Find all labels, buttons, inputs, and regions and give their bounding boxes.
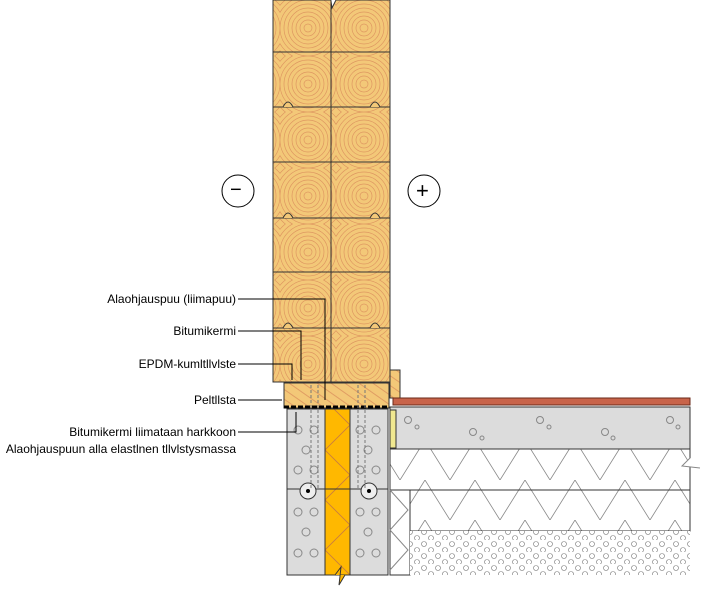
- label-alaohjauspuu: Alaohjauspuu (liimapuu): [107, 292, 236, 306]
- label-bitumikermi: Bitumikermi: [173, 324, 236, 338]
- label-peltilista: Peltllsta: [193, 393, 236, 407]
- label-elastinen-massa: Alaohjauspuun alla elastlnen tllvlstysma…: [5, 442, 236, 456]
- plus-sign: +: [416, 178, 429, 203]
- interior-symbol: [221, 174, 255, 208]
- label-epdm: EPDM-kumltllvlste: [138, 357, 236, 371]
- sill-plate: [283, 369, 401, 409]
- exterior-symbol: [407, 174, 441, 208]
- floor-structure: [389, 397, 701, 576]
- log-notches: [282, 101, 381, 329]
- leader-lines: [238, 298, 326, 433]
- minus-sign: −: [230, 179, 242, 201]
- log-wall: [272, 0, 391, 383]
- block-wall: [286, 385, 389, 586]
- label-bitumikermi-harkko: Bitumikermi liimataan harkkoon: [69, 425, 236, 439]
